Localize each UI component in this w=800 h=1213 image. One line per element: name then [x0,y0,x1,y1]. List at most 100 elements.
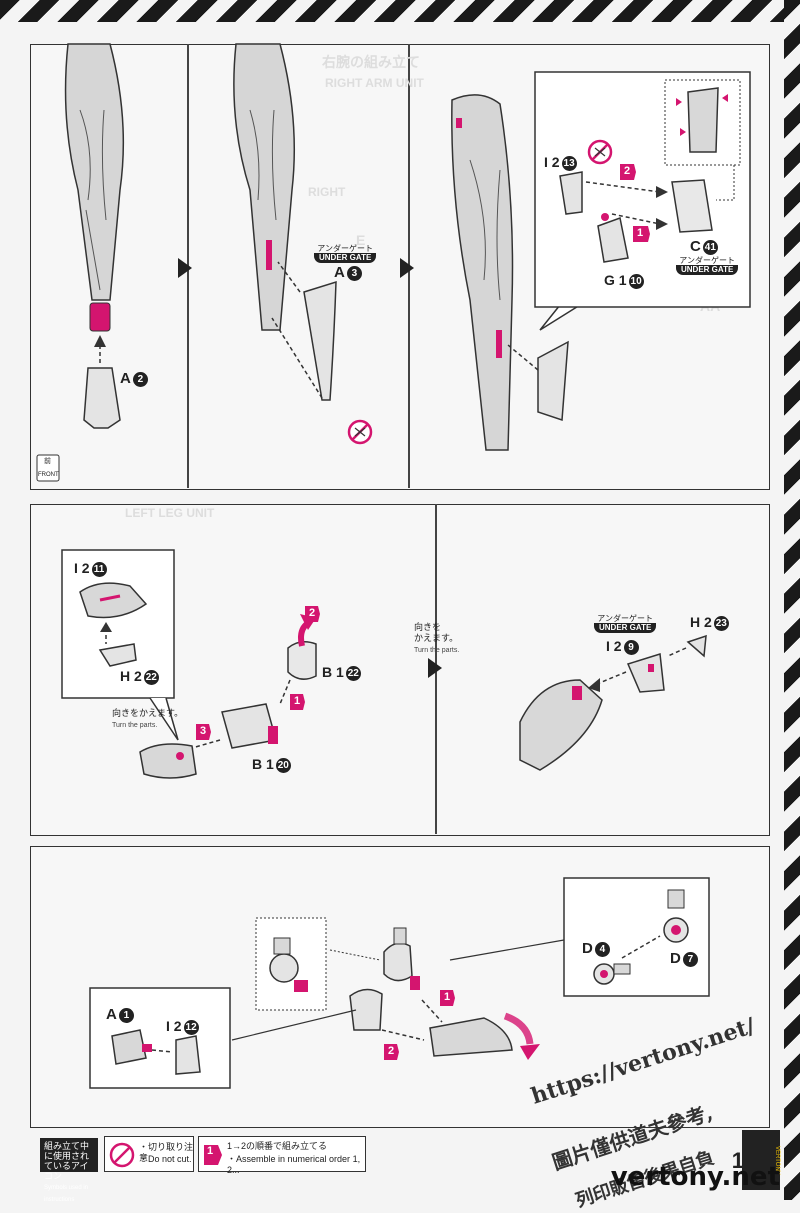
part-number-a3: 3 [346,266,362,281]
step-number-3-s2: 3 [200,725,207,737]
subassembly-box-d [563,877,710,997]
part-number-h2-22: 22 [143,670,159,685]
legend-order: 1 1→2の順番で組み立てる ・Assemble in numerical or… [198,1136,366,1175]
no-cut-icon-2 [587,139,613,165]
joint-part-shape [383,942,413,982]
no-cut-icon-1 [347,419,373,445]
legend-cut: ・切り取り注意 ・Do not cut. [104,1136,194,1172]
foot-assembly-shape [519,679,603,771]
part-number-c41: 41 [702,240,718,255]
part-a2-shape [83,367,121,429]
legend-step-badge: 1 [207,1145,214,1157]
foot-sole-shape [429,1017,513,1057]
step-badge-1-s3 [440,990,455,1006]
step-number-2-s1: 2 [624,165,631,177]
next-arrow-3 [428,658,442,678]
turn-note-1: 向きをかえます。Turn the parts. [112,708,184,729]
ghost-leg-label: LEFT LEG UNIT [125,506,215,520]
legend-order-en: ・Assemble in numerical order 1, 2... [227,1154,361,1175]
watermark-site: vertony.net [610,1162,780,1192]
page-number: 1 [731,1148,744,1173]
next-arrow-2 [400,258,414,278]
front-label-jp: 前 [44,458,51,465]
part-number-b1-20: 20 [275,758,291,773]
step-number-2-s3: 2 [388,1045,395,1057]
armor-piece-shape [537,340,569,422]
step-number-2-s2: 2 [309,607,316,619]
part-number-g1-10: 10 [628,274,644,289]
toe-guard-shape [349,988,383,1031]
part-i2-11-shape [79,582,148,619]
section3-illustrations [89,877,710,1089]
step-badge-2-s3 [384,1044,399,1060]
part-number-a2: 2 [132,372,148,387]
part-number-h2-23: 23 [713,616,729,631]
part-number-d7: 7 [682,952,698,967]
part-number-d4: 4 [594,942,610,957]
part-h2-22-shape [98,643,137,667]
legend-cut-en: ・Do not cut. [139,1154,192,1164]
part-c41-shape [671,179,713,233]
leg-illustration-3 [451,94,514,451]
leg-illustration-1 [64,43,125,301]
part-g1-10-shape [597,216,629,263]
hazard-stripe-top [0,0,800,22]
step-badge-3-s2 [196,724,211,740]
brand-logo: VERTONY [742,1130,780,1190]
part-a1-shape [111,1029,147,1065]
subassembly-box-a1 [89,987,231,1089]
part-number-i2-13: 13 [561,156,577,171]
part-number-i2-9: 9 [623,640,639,655]
ghost-e-label: E [356,232,366,248]
part-number-i2-11: 11 [91,562,107,577]
part-i2-12-shape [175,1035,201,1075]
step-badge-1-s2 [290,694,305,710]
step-badge-2-s2 [305,606,320,622]
callout-pointer-2 [149,697,179,741]
part-i2-9-shape [626,653,665,693]
part-a3-shape [303,280,337,401]
section1-illustrations [36,43,751,482]
part-b1-22-shape [287,641,317,680]
step-badge-1-s1 [633,226,650,242]
section2-illustrations [61,549,707,779]
inset-part-shape [687,87,719,153]
legend-cut-jp: ・切り取り注意 [139,1142,194,1163]
toe-assembly-shape [139,743,197,779]
step-number-1-s1: 1 [637,227,644,239]
turn-note-2: 向きをかえます。Turn the parts. [414,622,460,654]
part-number-a1: 1 [118,1008,134,1023]
ghost-header-jp: 右腕の組み立て [322,54,420,70]
legend-order-jp: 1→2の順番で組み立てる [227,1141,328,1151]
front-icon [36,454,60,482]
step-number-1-s2: 1 [294,695,301,707]
step-number-1-s3: 1 [444,991,451,1003]
part-i2-13-shape [559,171,583,215]
joint-magenta-1 [89,302,111,332]
front-label-en: FRONT [38,472,59,478]
callout-pointer [539,304,581,331]
no-cut-legend-icon [109,1142,135,1168]
step-order-legend-icon [204,1145,222,1165]
part-h2-23-shape [686,634,707,658]
